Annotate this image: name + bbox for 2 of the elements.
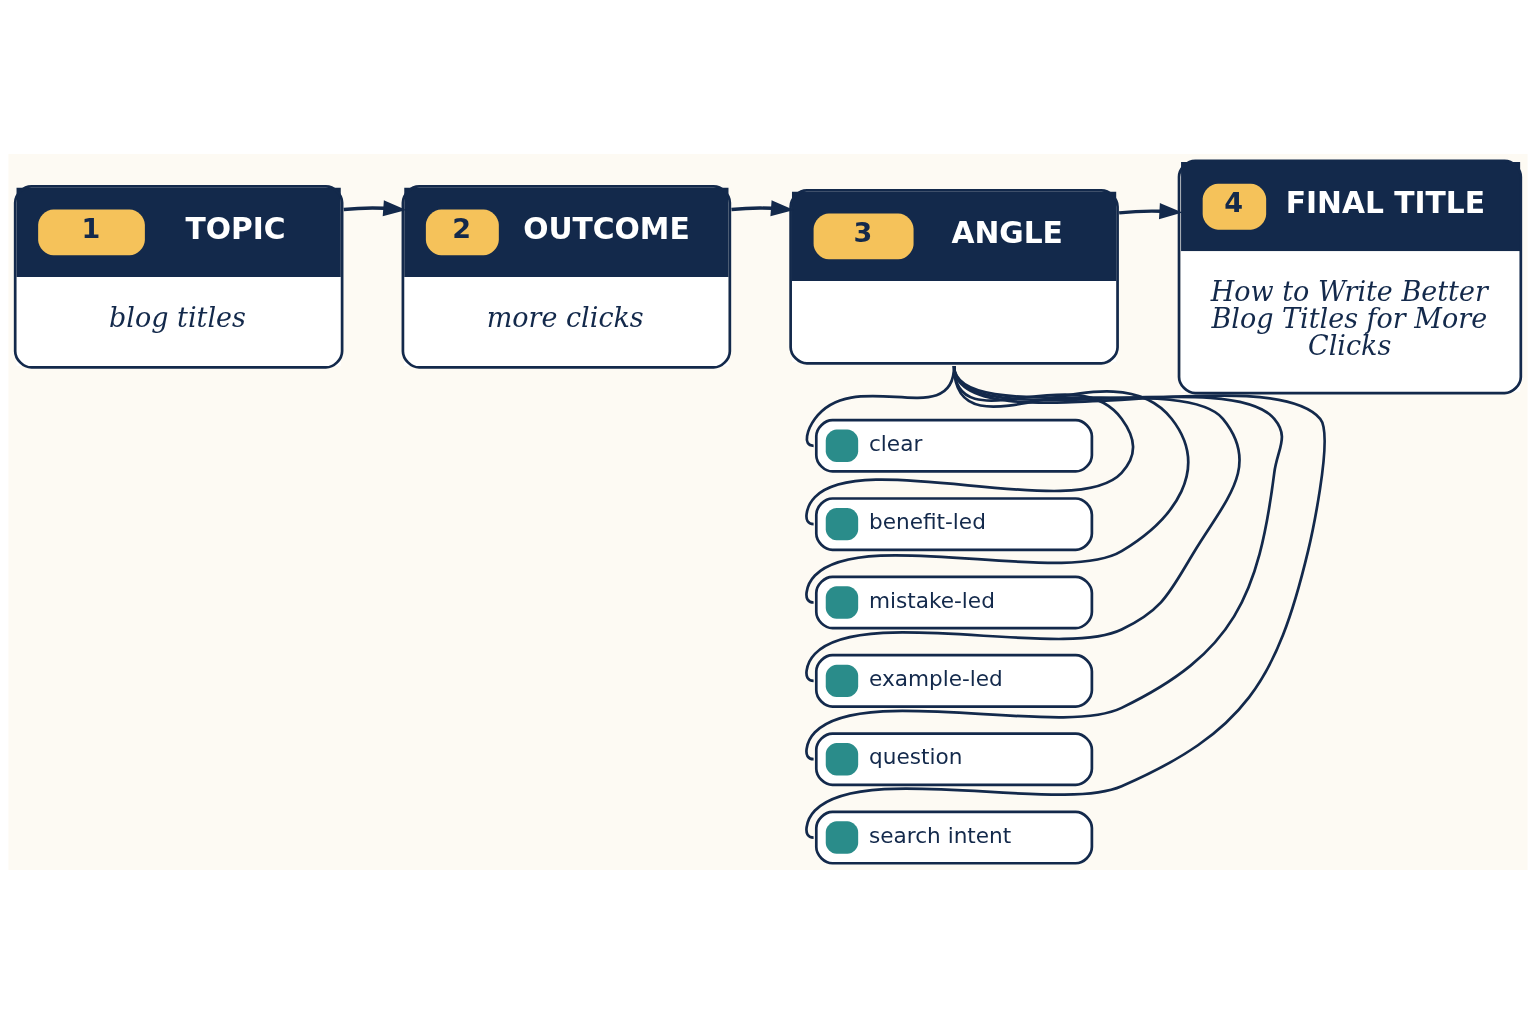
arrow [1118,203,1183,220]
arrow [343,200,407,217]
